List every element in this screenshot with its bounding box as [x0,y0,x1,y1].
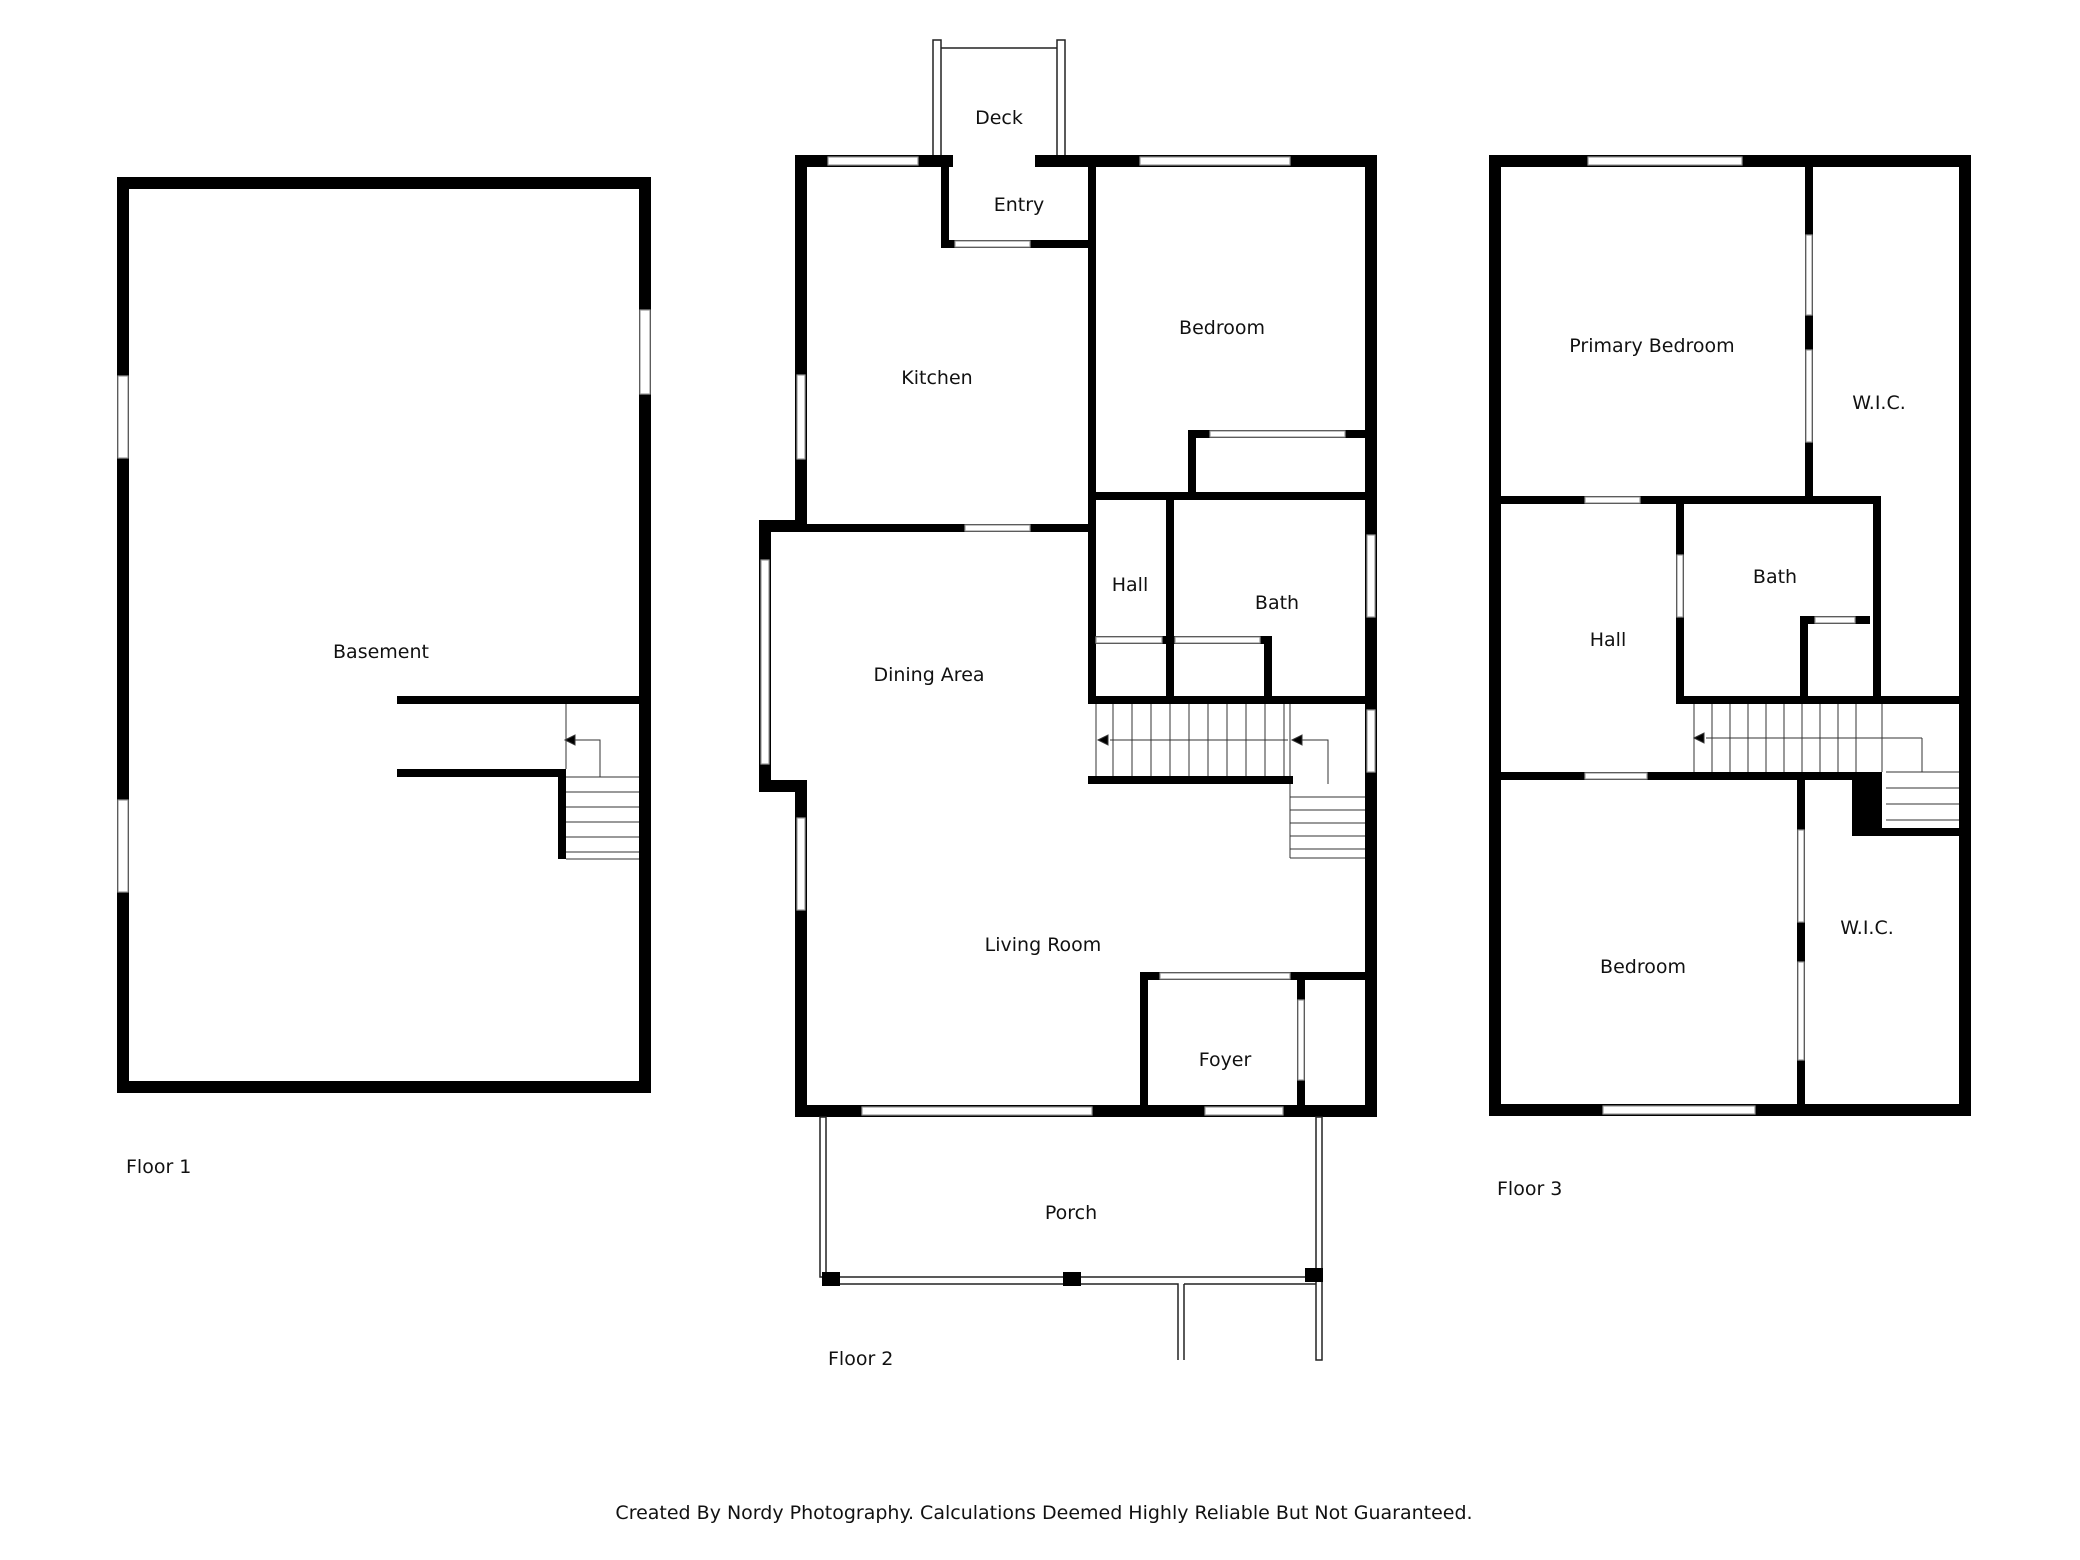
room-label-foyer: Foyer [1199,1049,1252,1071]
floor-2-label: Floor 2 [828,1348,893,1370]
room-label-bath: Bath [1753,566,1797,588]
room-label-basement: Basement [333,641,429,663]
floor-2-plan: Deck Entry Kitchen Bedroom Hall Bath Din… [759,39,1377,1370]
floor-3-plan: Primary Bedroom W.I.C. Hall Bath Bedroom… [1489,155,1971,1200]
room-label-porch: Porch [1045,1202,1097,1224]
floor-1-label: Floor 1 [126,1156,191,1178]
footer-credit: Created By Nordy Photography. Calculatio… [615,1502,1472,1524]
floor-3-label: Floor 3 [1497,1178,1562,1200]
room-label-dining-area: Dining Area [873,664,984,686]
floor-1-plan: Basement Floor 1 [117,177,651,1178]
room-label-bath: Bath [1255,592,1299,614]
room-label-kitchen: Kitchen [901,367,972,389]
room-label-deck: Deck [975,107,1023,129]
room-label-entry: Entry [994,194,1045,216]
room-label-wic-upper: W.I.C. [1852,392,1906,414]
room-label-wic-lower: W.I.C. [1840,917,1894,939]
room-label-hall: Hall [1590,629,1627,651]
room-label-primary-bedroom: Primary Bedroom [1569,335,1734,357]
room-label-bedroom: Bedroom [1179,317,1265,339]
room-label-bedroom: Bedroom [1600,956,1686,978]
room-label-living-room: Living Room [985,934,1102,956]
room-label-hall: Hall [1112,574,1149,596]
